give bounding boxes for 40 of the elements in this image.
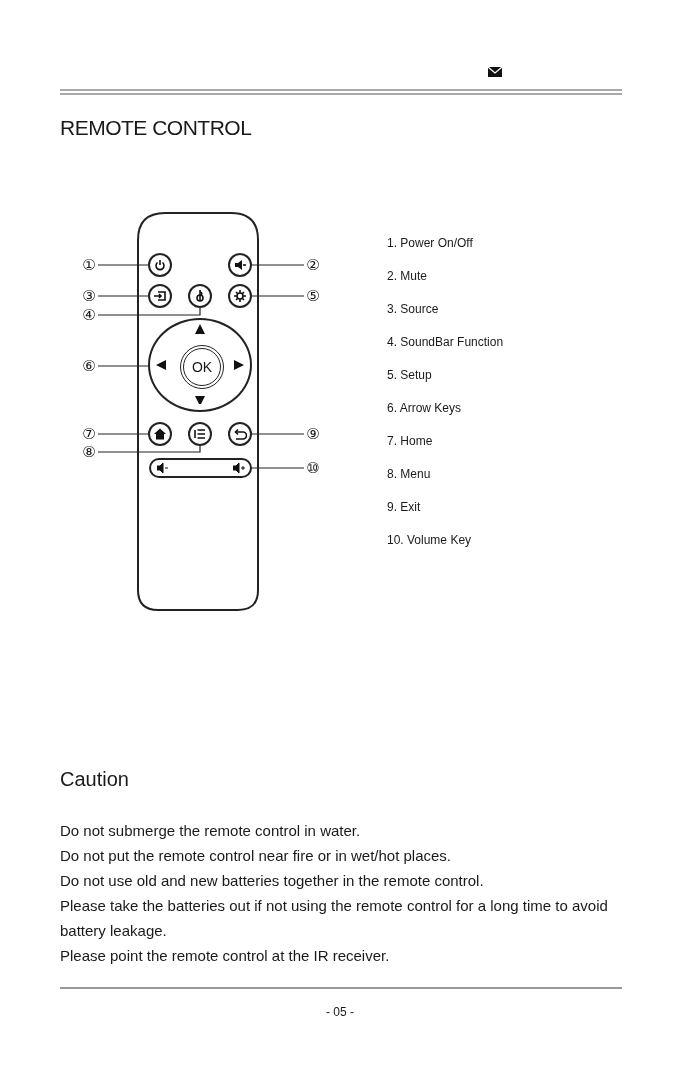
- callout-number: ①: [80, 256, 98, 274]
- callout-number: ⑨: [304, 425, 322, 443]
- page-number: - 05 -: [325, 1004, 355, 1021]
- leader-line: [251, 433, 305, 435]
- caution-text: Do not use old and new batteries together in the remote control.: [60, 871, 485, 891]
- callout-number: ⑦: [80, 425, 98, 443]
- leader-line: [251, 295, 305, 297]
- caution-text: Do not put the remote control near fire or in wet/hot places.: [60, 846, 453, 866]
- caution-text: Do not submerge the remote control in water.: [60, 821, 362, 841]
- legend-item: 5. Setup: [387, 367, 433, 384]
- ok-button: OK: [180, 345, 224, 389]
- legend-item: 4. SoundBar Function: [387, 334, 505, 351]
- leader-line: [97, 295, 149, 297]
- legend-item: 9. Exit: [387, 499, 422, 516]
- callout-number: ③: [80, 287, 98, 305]
- leader-line: [97, 445, 201, 453]
- legend-item: 6. Arrow Keys: [387, 400, 463, 417]
- legend-item: 7. Home: [387, 433, 434, 450]
- legend-item: 8. Menu: [387, 466, 432, 483]
- leader-line: [97, 264, 149, 266]
- callout-number: ⑥: [80, 357, 98, 375]
- caution-text: Please point the remote control at the IR receiver.: [60, 946, 391, 966]
- leader-line: [251, 264, 305, 266]
- volume-rocker: [149, 458, 252, 478]
- legend-item: 1. Power On/Off: [387, 235, 474, 252]
- leader-line: [251, 467, 305, 469]
- legend-item: 2. Mute: [387, 268, 429, 285]
- leader-line: [97, 307, 201, 316]
- callout-number: ④: [80, 306, 98, 324]
- callout-number: ⑤: [304, 287, 322, 305]
- caution-text: Please take the batteries out if not using the remote control for a long time to avoid battery leakage.: [60, 896, 609, 941]
- legend-item: 3. Source: [387, 301, 440, 318]
- leader-line: [97, 365, 149, 367]
- section-heading: Caution: [60, 767, 130, 792]
- leader-line: [97, 433, 149, 435]
- callout-number: ⑩: [304, 459, 322, 477]
- page-title: REMOTE CONTROL: [60, 116, 253, 141]
- callout-number: ②: [304, 256, 322, 274]
- legend-item: 10. Volume Key: [387, 532, 473, 549]
- callout-number: ⑧: [80, 443, 98, 461]
